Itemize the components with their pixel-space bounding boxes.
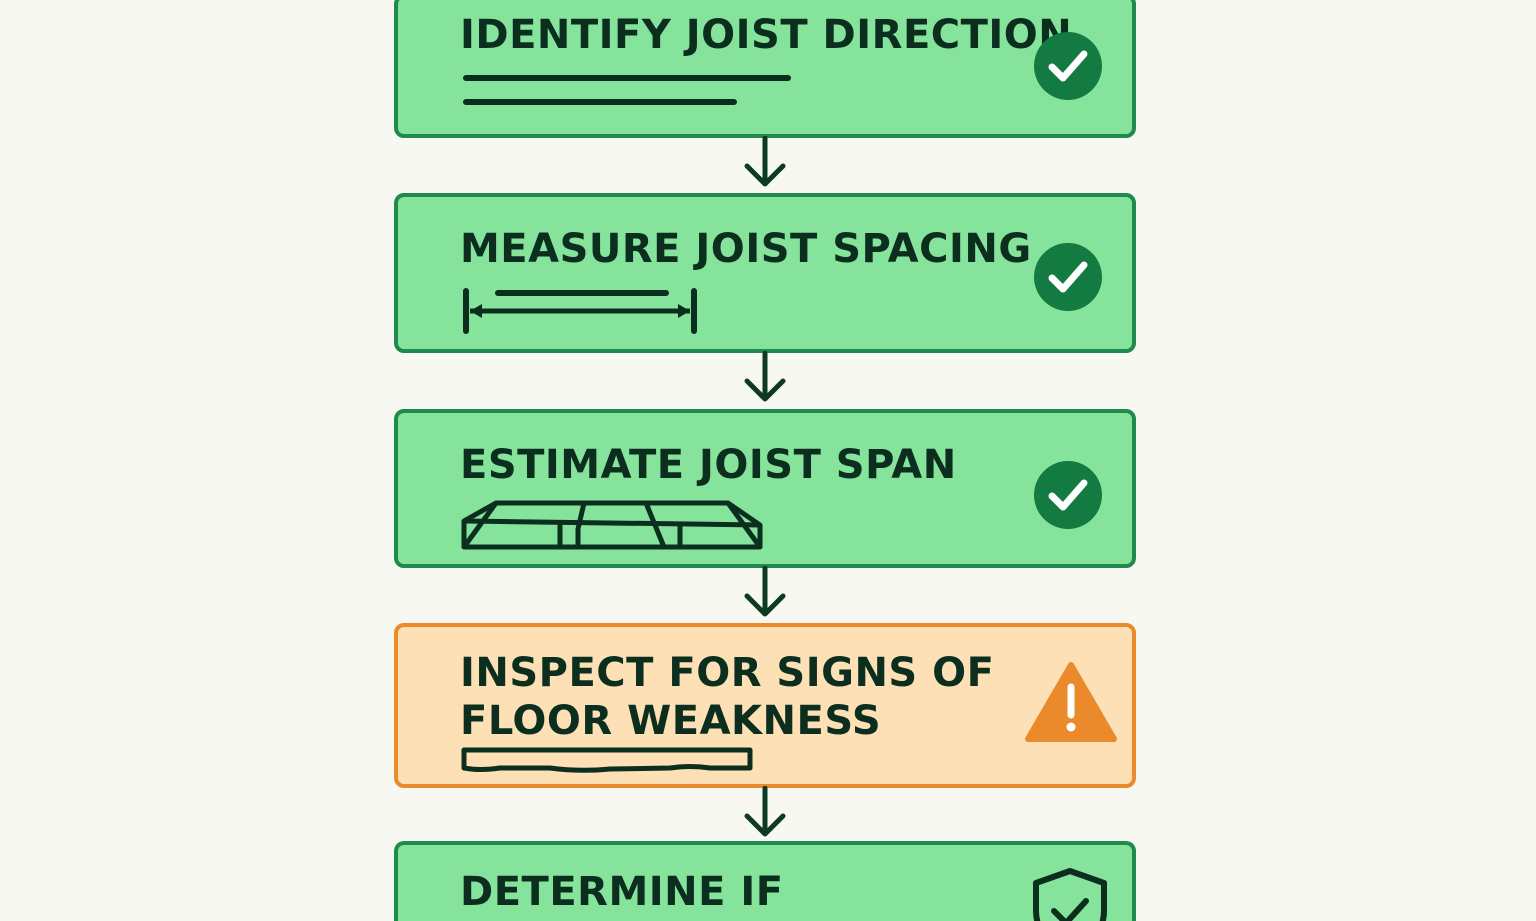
step-title: IDENTIFY JOIST DIRECTION <box>460 12 1073 58</box>
warning-triangle-icon <box>1025 662 1117 742</box>
arrow-down-icon <box>744 136 786 187</box>
check-circle-icon <box>1034 461 1102 529</box>
sagging-board-icon <box>461 747 753 773</box>
step-measure-joist-spacing: MEASURE JOIST SPACING <box>394 193 1136 353</box>
shield-check-icon <box>1033 868 1107 921</box>
step-title: MEASURE JOIST SPACING <box>460 226 1032 272</box>
arrow-down-icon <box>744 351 786 402</box>
step-identify-joist-direction: IDENTIFY JOIST DIRECTION <box>394 0 1136 138</box>
text-lines-icon <box>463 75 791 105</box>
check-circle-icon <box>1034 243 1102 311</box>
arrow-down-icon <box>744 566 786 617</box>
measurement-bracket-icon <box>463 288 697 334</box>
step-determine-reinforcement: DETERMINE IF REINFORCEMENT IS NEEDED <box>394 841 1136 921</box>
check-circle-icon <box>1034 32 1102 100</box>
step-inspect-floor-weakness: INSPECT FOR SIGNS OF FLOOR WEAKNESS <box>394 623 1136 788</box>
step-title: INSPECT FOR SIGNS OF FLOOR WEAKNESS <box>460 650 995 744</box>
joist-frame-icon <box>461 500 763 550</box>
step-title: DETERMINE IF REINFORCEMENT IS NEEDED <box>460 869 1108 921</box>
arrow-down-icon <box>744 786 786 837</box>
step-estimate-joist-span: ESTIMATE JOIST SPAN <box>394 409 1136 568</box>
step-title: ESTIMATE JOIST SPAN <box>460 442 957 488</box>
